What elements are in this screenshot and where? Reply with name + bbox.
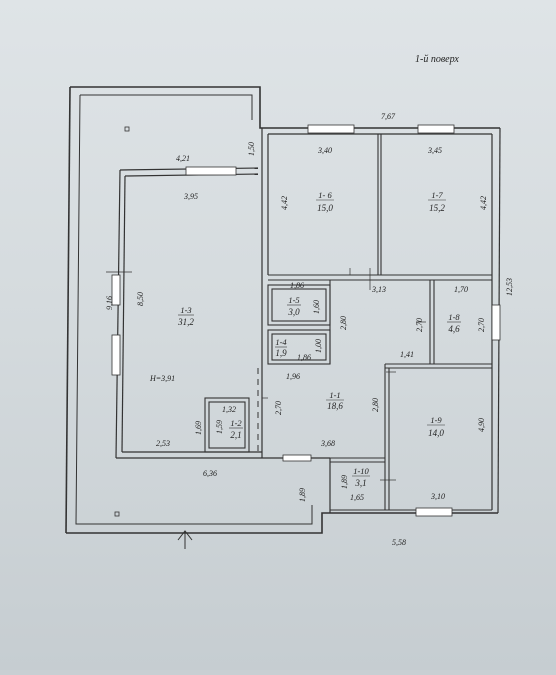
dim-r16-top: 3,40 xyxy=(317,146,332,155)
corner-marker xyxy=(124,126,130,132)
dim-r12-side-b: 1,59 xyxy=(215,420,224,434)
vertical-dimension-labels: 1,50 9,16 8,50 4,42 4,42 12,53 1,60 1,00… xyxy=(105,142,514,502)
dim-right-outer: 12,53 xyxy=(505,278,514,296)
dim-left-outer: 9,16 xyxy=(105,296,114,310)
dim-terrace-top: 4,21 xyxy=(176,154,190,163)
dim-r11-top: 3,13 xyxy=(371,285,386,294)
dim-r11-bottom: 3,68 xyxy=(320,439,335,448)
dim-r18-top: 1,70 xyxy=(454,285,468,294)
room-id: 1-10 xyxy=(353,466,369,476)
room-id: 1-7 xyxy=(431,190,443,200)
room-area: 14,0 xyxy=(428,428,444,438)
room-area: 31,2 xyxy=(177,317,194,327)
corner-marker xyxy=(114,511,120,517)
room-area: 3,0 xyxy=(287,307,300,317)
room-area: 2,1 xyxy=(230,430,241,440)
dim-r11-mid: 1,96 xyxy=(286,372,300,381)
terrace-outline xyxy=(65,86,500,534)
dim-r14-bottom: 1,86 xyxy=(297,353,311,362)
windows xyxy=(111,124,501,517)
dim-r11-side: 2,80 xyxy=(339,316,348,330)
dim-r15-side: 1,60 xyxy=(312,300,321,314)
dimension-ticks xyxy=(106,268,426,481)
dim-bottom-left: 6,36 xyxy=(203,469,217,478)
room-id: 1- 6 xyxy=(318,190,332,200)
room-area: 15,2 xyxy=(429,203,445,213)
dim-r110-side: 1,89 xyxy=(340,475,349,489)
dim-r17-side: 4,42 xyxy=(479,196,488,210)
room-area: 1,9 xyxy=(275,348,287,358)
dim-r13-top: 3,95 xyxy=(183,192,198,201)
dim-left-inner: 8,50 xyxy=(136,292,145,306)
room-labels: 1-1 18,6 1-2 2,1 1-3 31,2 1-4 1,9 1-5 3,… xyxy=(177,190,461,488)
dimension-labels: 7,67 4,21 3,95 3,40 3,45 1,86 3,13 1,70 … xyxy=(156,112,468,547)
dim-r19-bottom: 3,10 xyxy=(430,492,445,501)
dim-r14-side: 1,00 xyxy=(314,339,323,353)
room-id: 1-5 xyxy=(288,295,299,305)
dim-r19-side: 4,90 xyxy=(477,418,486,432)
dim-r18-side: 2,70 xyxy=(477,318,486,332)
dim-r13-bottom: 2,53 xyxy=(156,439,170,448)
plan-title: 1-й поверх xyxy=(415,54,459,65)
dim-r12-side-a: 1,69 xyxy=(194,421,203,435)
entrance-arrow-icon xyxy=(177,530,193,549)
dim-r15-top: 1,86 xyxy=(290,281,304,290)
room-id: 1-1 xyxy=(329,390,340,400)
dim-bottom-porch: 1,89 xyxy=(298,488,307,502)
dim-r16-side: 4,42 xyxy=(280,196,289,210)
dim-r17-top: 3,45 xyxy=(427,146,442,155)
dim-r11-notch: 1,41 xyxy=(400,350,414,359)
dim-r11-lower-side: 2,80 xyxy=(371,398,380,412)
dim-r110-bottom: 1,65 xyxy=(350,493,364,502)
room-id: 1-3 xyxy=(180,305,191,315)
dim-r11-right-side: 2,70 xyxy=(415,318,424,332)
room-id: 1-4 xyxy=(275,337,287,347)
dim-r11-left-side: 2,70 xyxy=(274,401,283,415)
room-area: 15,0 xyxy=(317,203,333,213)
room-id: 1-2 xyxy=(230,418,242,428)
partitions xyxy=(204,134,492,511)
room-id: 1-9 xyxy=(430,415,442,425)
room-area: 4,6 xyxy=(448,324,460,334)
house-walls xyxy=(115,127,501,514)
dim-r12-top: 1,32 xyxy=(222,405,236,414)
room-id: 1-8 xyxy=(448,312,460,322)
ceiling-height: H=3,91 xyxy=(149,374,175,383)
dim-bottom-right: 5,58 xyxy=(392,538,406,547)
room-area: 18,6 xyxy=(327,401,343,411)
dim-overall-top: 7,67 xyxy=(381,112,396,121)
dim-terrace-notch: 1,50 xyxy=(247,142,256,156)
room-area: 3,1 xyxy=(354,478,366,488)
